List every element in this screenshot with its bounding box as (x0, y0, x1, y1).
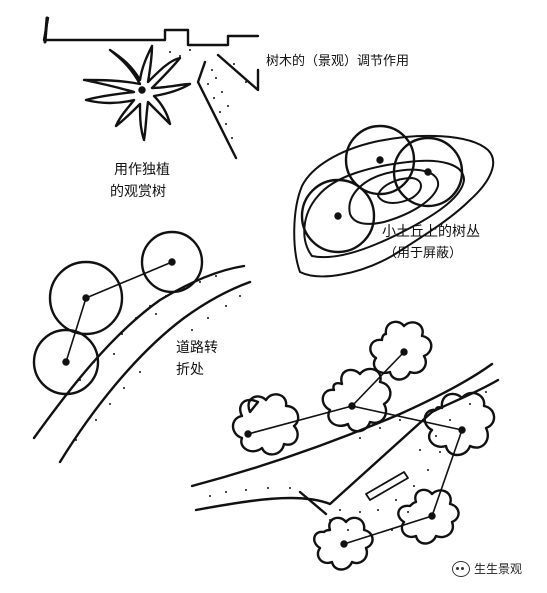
watermark-text: 生生景观 (474, 562, 523, 576)
bushy-tree-links (247, 351, 463, 545)
bend-road (190, 362, 500, 516)
path-stipple-1 (169, 49, 247, 139)
title-label: 树木的（景观）调节作用 (266, 54, 410, 69)
curved-road (32, 264, 252, 464)
road-label-line2: 折处 (176, 362, 204, 378)
building-wall (42, 16, 260, 47)
mound-outline (293, 134, 495, 278)
solitary-star-tree (82, 44, 192, 142)
bushy-tree-left (231, 393, 300, 456)
road-tree-links (65, 261, 173, 363)
garden-path-1 (196, 53, 260, 160)
bend-stipple (209, 391, 487, 531)
mound-label-line2: （用于屏蔽） (384, 246, 463, 261)
mound-tree-left (300, 178, 376, 254)
watermark: 生生景观 (452, 560, 522, 577)
solitary-label-line1: 用作独植 (114, 162, 170, 178)
solitary-label-line2: 的观赏树 (110, 184, 166, 200)
mound-tree-top (344, 124, 416, 196)
bench (365, 471, 409, 501)
road-stipple (75, 275, 241, 441)
bushy-tree-top (369, 320, 433, 381)
road-label-line1: 道路转 (176, 340, 218, 356)
wechat-icon (452, 560, 470, 577)
mound-label-line1: 小土丘上的树丛 (382, 224, 480, 240)
mound-tree-right (392, 136, 464, 208)
